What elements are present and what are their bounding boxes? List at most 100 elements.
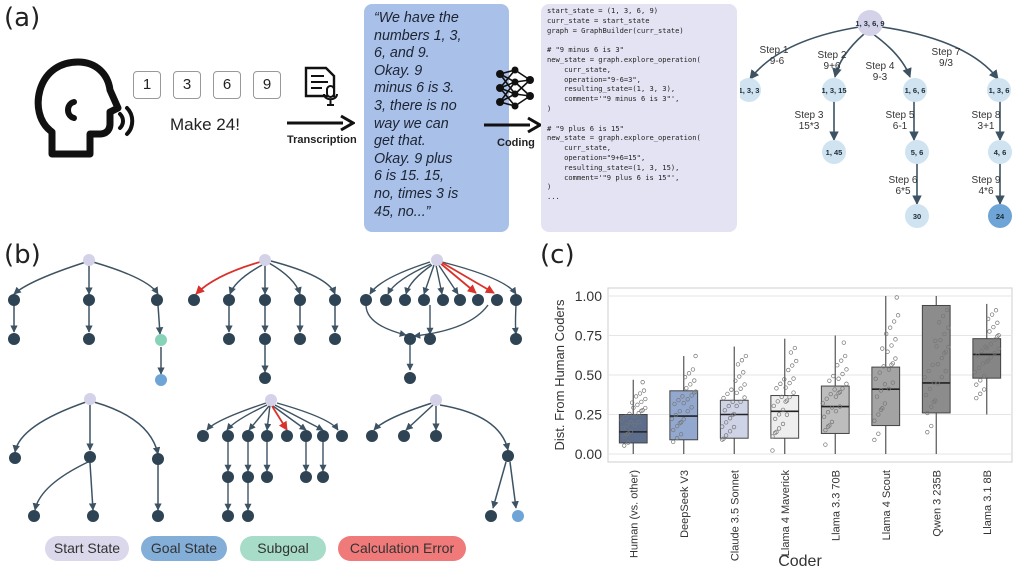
data-point <box>771 403 776 409</box>
data-point <box>641 388 647 393</box>
code-line: ) <box>547 182 552 192</box>
step-op: 6-1 <box>893 121 908 132</box>
code-line: graph = GraphBuilder(curr_state) <box>547 25 684 35</box>
data-point <box>882 382 888 387</box>
data-point <box>686 371 692 376</box>
data-point <box>738 399 743 404</box>
data-point <box>881 364 886 369</box>
step-op: 6*5 <box>895 186 910 197</box>
panel-label-c: (c) <box>540 240 575 270</box>
x-tick-label: Llama 4 Maverick <box>780 470 792 557</box>
data-point <box>946 325 951 330</box>
y-tick-label: 0.00 <box>575 446 602 462</box>
data-point <box>631 405 636 410</box>
data-point <box>678 432 684 437</box>
data-point <box>884 331 889 336</box>
data-point <box>876 412 881 417</box>
node-label: 1, 3, 6, 9 <box>855 19 884 28</box>
quote-line: minus 6 is 3. <box>374 80 455 97</box>
y-axis-label: Dist. From Human Coders <box>552 299 567 450</box>
data-point <box>622 434 627 439</box>
data-point <box>972 370 978 375</box>
data-point <box>890 380 895 385</box>
quote-line: “We have the <box>374 10 459 26</box>
data-point <box>727 416 733 421</box>
transcription-document-icon <box>304 66 338 106</box>
data-point <box>782 377 787 382</box>
data-point <box>786 367 791 373</box>
data-point <box>787 380 792 386</box>
data-point <box>886 367 892 372</box>
data-point <box>936 320 942 325</box>
data-point <box>992 337 997 342</box>
node-label: 1, 45 <box>826 148 843 157</box>
data-point <box>823 428 828 433</box>
data-point <box>772 430 778 436</box>
code-line: curr_state = start_state <box>547 15 650 25</box>
data-point <box>923 392 929 398</box>
data-point <box>619 417 624 422</box>
data-point <box>874 394 880 399</box>
data-point <box>982 373 987 379</box>
data-point <box>632 422 637 428</box>
example-graph-2 <box>188 254 341 384</box>
coding-label: Coding <box>497 137 535 149</box>
tree-node <box>740 78 761 102</box>
data-point <box>873 376 878 381</box>
data-point <box>681 400 686 406</box>
node-label: 30 <box>913 212 921 221</box>
data-point <box>643 396 648 402</box>
data-point <box>794 358 799 364</box>
step-label: Step 1 <box>760 45 789 56</box>
code-line: operation="9-6=3", <box>547 74 641 84</box>
step-label: Step 8 <box>972 110 1001 121</box>
number-box: 9 <box>253 71 281 99</box>
data-point <box>733 378 738 383</box>
data-point <box>772 416 778 422</box>
data-point <box>735 362 741 367</box>
data-point <box>974 382 979 387</box>
box <box>719 399 749 439</box>
node-label: 1, 3, 6 <box>989 86 1010 95</box>
quote-line: 6 is 15. 15, <box>374 168 444 185</box>
data-point <box>935 362 940 367</box>
legend-start-state: Start State <box>45 536 129 561</box>
data-point <box>930 362 935 367</box>
data-point <box>783 385 788 390</box>
data-point <box>778 381 783 386</box>
code-line: # "9 minus 6 is 3" <box>547 45 624 55</box>
data-point <box>996 346 1001 351</box>
example-graph-3 <box>360 254 522 384</box>
code-line: operation="9+6=15", <box>547 152 646 162</box>
data-point <box>995 320 1000 325</box>
data-point <box>876 431 881 436</box>
data-point <box>836 376 841 381</box>
data-point <box>627 411 632 417</box>
data-point <box>680 394 685 399</box>
step-label: Step 5 <box>886 110 915 121</box>
node-label: 1, 6, 6 <box>905 86 926 95</box>
x-tick-label: Human (vs. other) <box>628 470 640 558</box>
data-point <box>940 313 946 319</box>
data-point <box>991 324 996 330</box>
data-point <box>623 414 628 419</box>
step-label: Step 4 <box>866 61 895 72</box>
data-point <box>880 406 885 411</box>
data-point <box>831 373 836 379</box>
data-point <box>620 425 626 431</box>
node-label: 5, 6 <box>911 148 924 157</box>
code-line: # "9 plus 6 is 15" <box>547 123 624 133</box>
data-point <box>685 409 690 414</box>
data-point <box>739 358 745 363</box>
data-point <box>677 409 682 414</box>
boxplot-chart: Dist. From Human Coders Coder 0.000.250.… <box>552 287 1013 570</box>
code-line <box>547 114 731 124</box>
data-point <box>975 353 980 358</box>
data-point <box>742 395 747 400</box>
data-point <box>731 424 737 430</box>
data-point <box>675 423 680 429</box>
data-point <box>992 350 997 356</box>
data-point <box>985 316 991 322</box>
data-point <box>770 434 775 439</box>
